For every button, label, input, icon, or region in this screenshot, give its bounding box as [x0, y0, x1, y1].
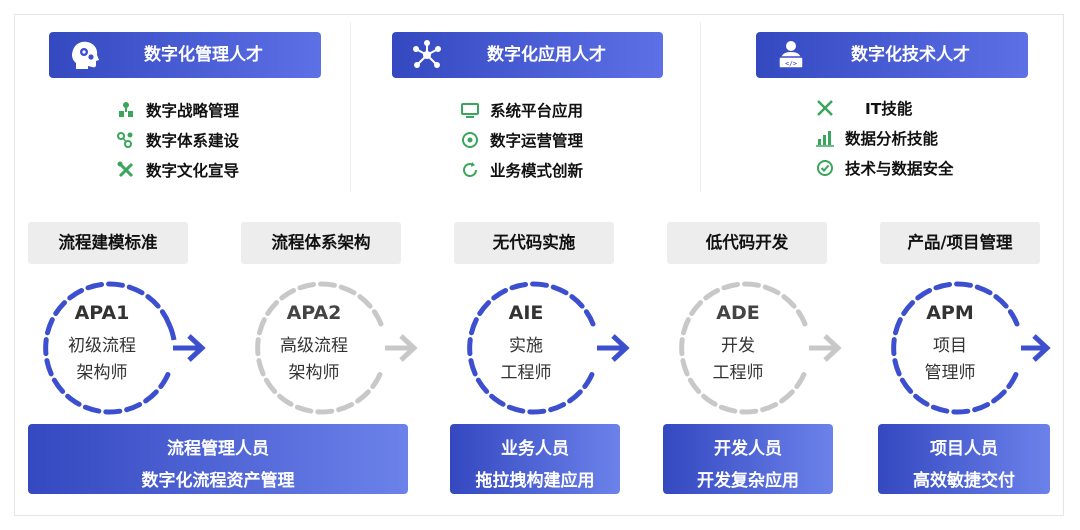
role-title-line2: 管理师: [924, 363, 976, 383]
audience-role: 项目人员: [930, 439, 998, 459]
role-circle: APA2 高级流程 架构师: [247, 278, 431, 418]
column-divider: [350, 22, 351, 192]
skill-label: 业务模式创新: [490, 162, 584, 180]
role-title-line2: 架构师: [288, 363, 340, 383]
ring-arrow-icon: [679, 281, 842, 415]
svg-text:</>: </>: [785, 60, 797, 68]
settings-cycle-icon: [462, 132, 478, 148]
role-code: APA2: [286, 302, 342, 324]
audience-task: 开发复杂应用: [697, 471, 799, 491]
refresh-cycle-icon: [463, 162, 477, 177]
audience-box: 业务人员 拖拉拽构建应用: [450, 424, 620, 494]
skill-label: 数字战略管理: [146, 102, 240, 120]
skill-item: 技术与数据安全: [815, 154, 954, 182]
head-gears-icon: [72, 41, 99, 69]
skill-item: 系统平台应用: [460, 96, 583, 124]
monitor-icon: [461, 103, 479, 118]
stage-label: 低代码开发: [667, 222, 827, 264]
audience-task: 数字化流程资产管理: [141, 471, 295, 491]
role-title-line2: 工程师: [500, 363, 552, 383]
skill-label: 数字文化宣导: [146, 162, 240, 180]
ring-arrow-icon: [891, 281, 1051, 415]
wrench-screwdriver-icon: [817, 100, 833, 116]
role-title-line2: 架构师: [76, 363, 128, 383]
network-nodes-icon: [117, 132, 133, 148]
role-code: APA1: [74, 302, 130, 324]
stage-label: 流程建模标准: [28, 222, 188, 264]
category-title: 数字化管理人才: [144, 45, 263, 65]
role-circle: APM 项目 管理师: [883, 278, 1053, 418]
skill-label: IT技能: [865, 100, 913, 118]
role-title-line1: 高级流程: [280, 336, 348, 356]
skill-label: 数字体系建设: [146, 132, 240, 150]
bar-chart-icon: [816, 131, 834, 147]
audience-role: 流程管理人员: [167, 439, 269, 459]
role-circle: APA1 初级流程 架构师: [35, 278, 219, 418]
skill-label: 系统平台应用: [490, 102, 584, 120]
audience-task: 高效敏捷交付: [913, 471, 1015, 491]
role-title-line1: 初级流程: [68, 336, 136, 356]
role-code: APM: [926, 302, 974, 324]
skill-item: 数字文化宣导: [116, 156, 239, 184]
audience-box: 流程管理人员 数字化流程资产管理: [28, 424, 408, 494]
skill-item: 数据分析技能: [815, 124, 938, 152]
audience-task: 拖拉拽构建应用: [475, 471, 595, 491]
category-header-technology: </> 数字化技术人才: [756, 32, 1028, 78]
ring-arrow-icon: [467, 281, 630, 415]
ring-arrow-icon: [255, 281, 418, 415]
role-title-line1: 开发: [721, 336, 755, 356]
role-title-line2: 工程师: [712, 363, 764, 383]
shield-check-icon: [817, 160, 833, 176]
stage-label: 无代码实施: [454, 222, 614, 264]
tools-cross-icon: [117, 161, 134, 178]
ring-arrow-icon: [43, 281, 206, 415]
molecule-network-icon: [413, 40, 441, 68]
category-title: 数字化应用人才: [487, 45, 606, 65]
audience-role: 业务人员: [501, 439, 569, 459]
skill-label: 数字运营管理: [490, 132, 584, 150]
skill-label: 数据分析技能: [845, 130, 939, 148]
org-chart-icon: [119, 102, 133, 117]
category-title: 数字化技术人才: [851, 45, 970, 65]
skill-item: IT技能: [815, 94, 912, 122]
audience-role: 开发人员: [714, 439, 782, 459]
role-title-line1: 项目: [933, 336, 967, 356]
skill-item: 数字战略管理: [116, 96, 239, 124]
developer-laptop-icon: </>: [778, 41, 804, 69]
column-divider: [700, 22, 701, 192]
skill-item: 数字体系建设: [116, 126, 239, 154]
stage-label: 流程体系架构: [241, 222, 401, 264]
role-code: ADE: [716, 302, 760, 324]
role-circle: ADE 开发 工程师: [671, 278, 855, 418]
skill-item: 业务模式创新: [460, 156, 583, 184]
stage-label: 产品/项目管理: [880, 222, 1040, 264]
role-circle: AIE 实施 工程师: [459, 278, 643, 418]
audience-box: 项目人员 高效敏捷交付: [878, 424, 1050, 494]
skill-item: 数字运营管理: [460, 126, 583, 154]
audience-box: 开发人员 开发复杂应用: [663, 424, 833, 494]
category-header-application: 数字化应用人才: [392, 32, 663, 78]
skill-label: 技术与数据安全: [845, 160, 954, 178]
category-header-management: 数字化管理人才: [49, 32, 321, 78]
role-title-line1: 实施: [509, 336, 543, 356]
role-code: AIE: [508, 302, 544, 324]
